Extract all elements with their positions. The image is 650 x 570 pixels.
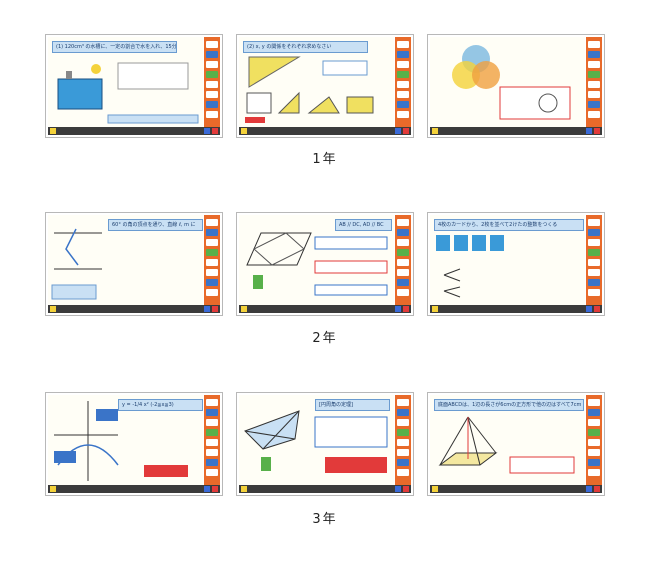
question-box: [円周角の定理] [315, 399, 390, 411]
slide-stage: 4枚のカードから、2枚を並べて2けたの整数をつくる [430, 215, 585, 305]
slide-illustration [244, 410, 388, 473]
side-toolbar [586, 215, 602, 305]
question-box: 4枚のカードから、2枚を並べて2けたの整数をつくる [434, 219, 584, 231]
side-toolbar [395, 215, 411, 305]
question-box: 60° の角の頂点を通り、直線 ℓ, m に [108, 219, 203, 231]
window-icon[interactable] [586, 486, 592, 492]
window-icon[interactable] [204, 306, 210, 312]
pen-icon[interactable] [432, 486, 438, 492]
close-icon[interactable] [403, 486, 409, 492]
question-box: (2) x, y の関係をそれぞれ求めなさい [243, 41, 368, 53]
slide-stage [430, 37, 585, 127]
thumbnail-2-2[interactable]: AB // DC, AD // BC [236, 212, 414, 316]
close-icon[interactable] [212, 486, 218, 492]
question-box: (1) 120cm³ の水槽に、一定の割合で水を入れ、15分で水槽は [52, 41, 177, 53]
bottom-bar [239, 305, 411, 313]
slide-stage: AB // DC, AD // BC [239, 215, 394, 305]
grade-label-2: 2年 [312, 331, 338, 346]
close-icon[interactable] [403, 306, 409, 312]
thumbnail-3-2[interactable]: [円周角の定理] [236, 392, 414, 496]
slide-stage: (1) 120cm³ の水槽に、一定の割合で水を入れ、15分で水槽は [48, 37, 203, 127]
bottom-bar [430, 305, 602, 313]
slide-illustration [54, 401, 188, 481]
slide-stage: 60° の角の頂点を通り、直線 ℓ, m に [48, 215, 203, 305]
slide-illustration [438, 416, 575, 474]
thumbnail-3-3[interactable]: 底面ABCDは、1辺の長さが6cmの正方形で他の辺はすべて7cm [427, 392, 605, 496]
thumbnail-1-2[interactable]: (2) x, y の関係をそれぞれ求めなさい [236, 34, 414, 138]
close-icon[interactable] [594, 306, 600, 312]
close-icon[interactable] [403, 128, 409, 134]
close-icon[interactable] [594, 486, 600, 492]
close-icon[interactable] [212, 306, 218, 312]
slide-illustration [245, 56, 374, 123]
side-toolbar [204, 215, 220, 305]
pen-icon[interactable] [50, 486, 56, 492]
window-icon[interactable] [395, 486, 401, 492]
grade-label-3: 3年 [312, 512, 338, 527]
slide-illustration [57, 62, 199, 124]
window-icon[interactable] [204, 486, 210, 492]
side-toolbar [586, 37, 602, 127]
pen-icon[interactable] [432, 128, 438, 134]
pen-icon[interactable] [50, 128, 56, 134]
question-box: AB // DC, AD // BC [335, 219, 392, 231]
slide-illustration [51, 228, 102, 300]
pen-icon[interactable] [241, 128, 247, 134]
pen-icon[interactable] [241, 306, 247, 312]
window-icon[interactable] [586, 306, 592, 312]
side-toolbar [395, 37, 411, 127]
slide-illustration [246, 232, 388, 296]
grade-label-1: 1年 [312, 152, 338, 167]
window-icon[interactable] [395, 306, 401, 312]
thumbnail-1-1[interactable]: (1) 120cm³ の水槽に、一定の割合で水を入れ、15分で水槽は [45, 34, 223, 138]
question-box: 底面ABCDは、1辺の長さが6cmの正方形で他の辺はすべて7cm [434, 399, 584, 411]
pen-icon[interactable] [241, 486, 247, 492]
slide-stage: [円周角の定理] [239, 395, 394, 485]
side-toolbar [204, 37, 220, 127]
slide-illustration [436, 235, 504, 298]
slide-stage: y = -1/4 x² (-2≦x≦3) [48, 395, 203, 485]
slide-stage: (2) x, y の関係をそれぞれ求めなさい [239, 37, 394, 127]
slide-stage: 底面ABCDは、1辺の長さが6cmの正方形で他の辺はすべて7cm [430, 395, 585, 485]
bottom-bar [48, 485, 220, 493]
side-toolbar [586, 395, 602, 485]
thumbnail-1-3[interactable] [427, 34, 605, 138]
side-toolbar [395, 395, 411, 485]
side-toolbar [204, 395, 220, 485]
close-icon[interactable] [594, 128, 600, 134]
slide-illustration [452, 45, 571, 120]
window-icon[interactable] [586, 128, 592, 134]
bottom-bar [48, 127, 220, 135]
pen-icon[interactable] [432, 306, 438, 312]
bottom-bar [239, 127, 411, 135]
question-box: y = -1/4 x² (-2≦x≦3) [118, 399, 203, 411]
thumbnail-3-1[interactable]: y = -1/4 x² (-2≦x≦3) [45, 392, 223, 496]
bottom-bar [48, 305, 220, 313]
pen-icon[interactable] [50, 306, 56, 312]
bottom-bar [430, 485, 602, 493]
bottom-bar [239, 485, 411, 493]
window-icon[interactable] [204, 128, 210, 134]
window-icon[interactable] [395, 128, 401, 134]
thumbnail-2-1[interactable]: 60° の角の頂点を通り、直線 ℓ, m に [45, 212, 223, 316]
bottom-bar [430, 127, 602, 135]
thumbnail-2-3[interactable]: 4枚のカードから、2枚を並べて2けたの整数をつくる [427, 212, 605, 316]
close-icon[interactable] [212, 128, 218, 134]
